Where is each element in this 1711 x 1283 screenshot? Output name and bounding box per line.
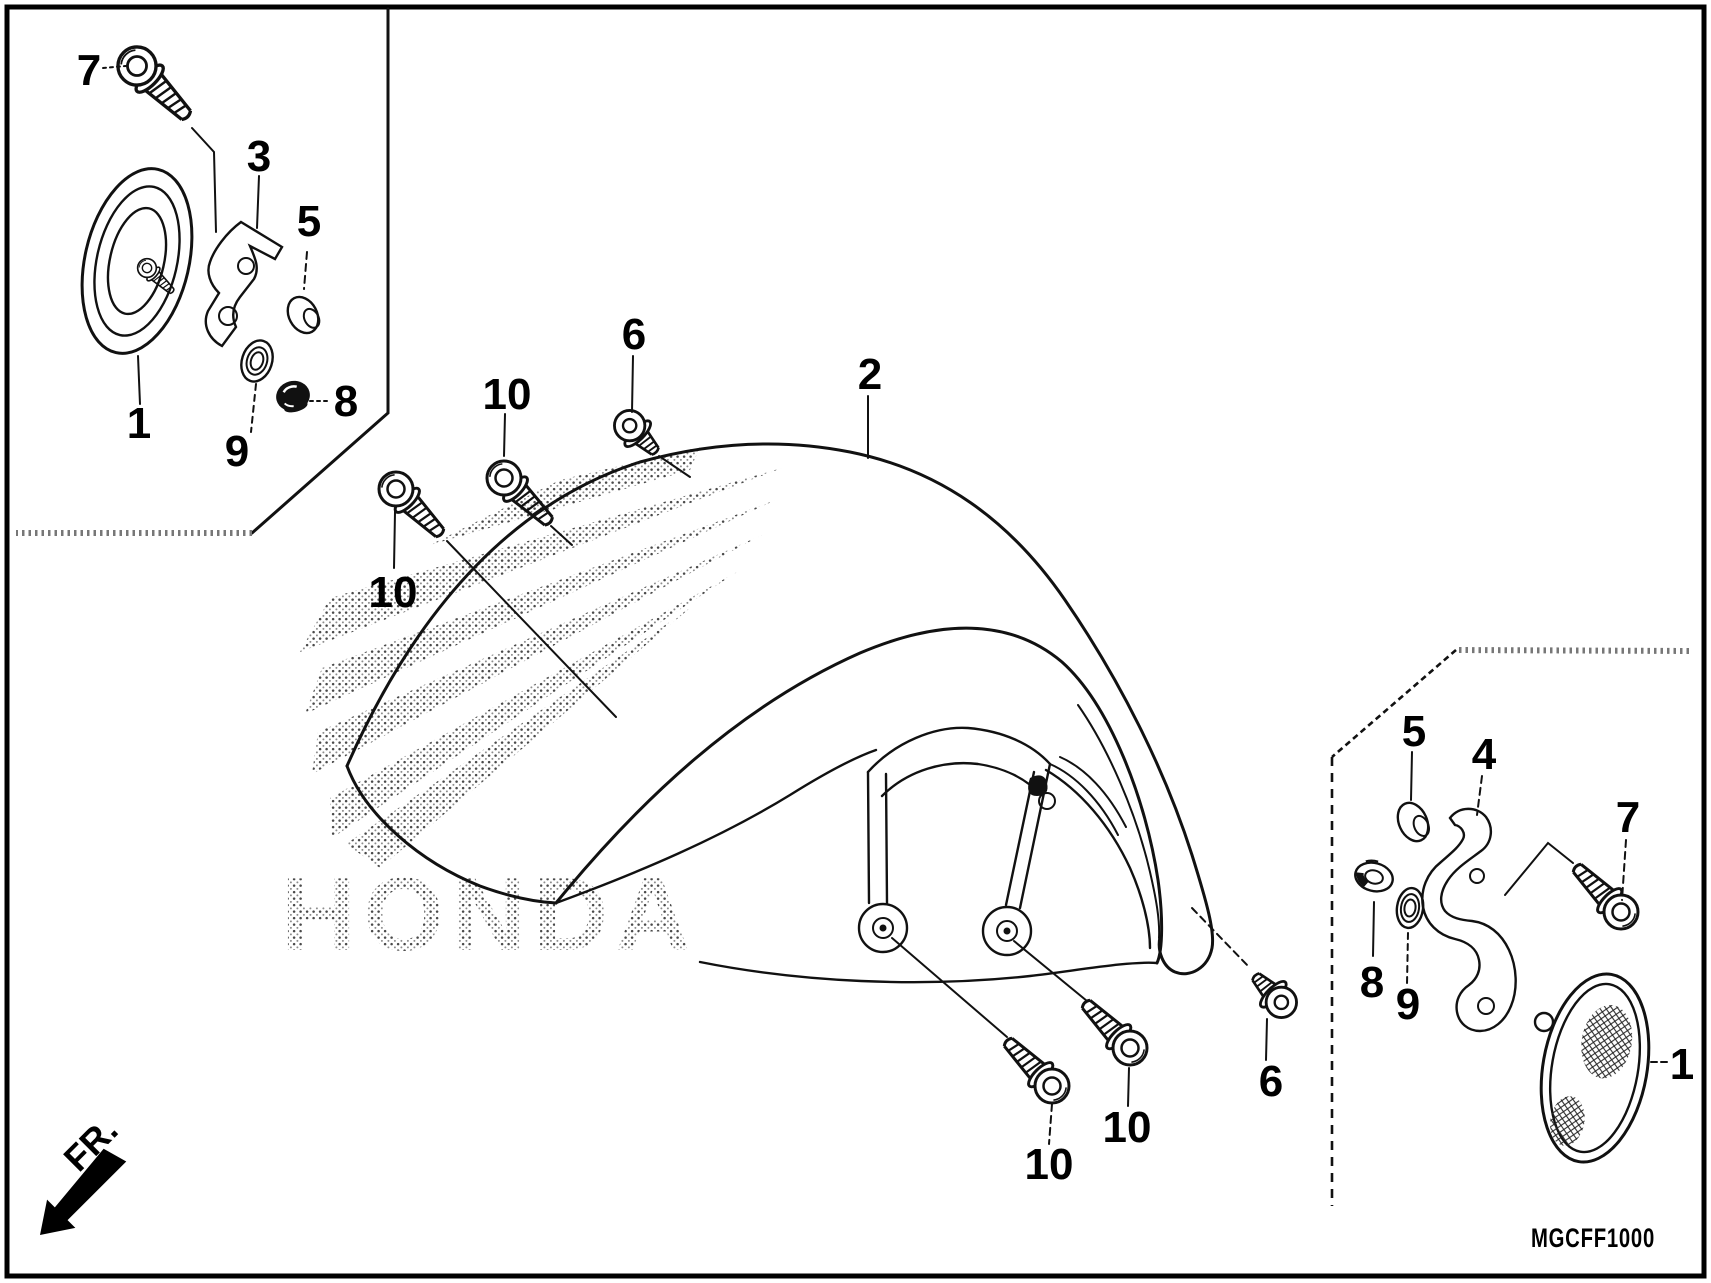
callout-9-right: 9: [1396, 980, 1420, 1029]
collar-5-left: [286, 295, 321, 335]
callout-6-lower: 6: [1259, 1057, 1283, 1106]
callout-10-lower-left: 10: [1025, 1140, 1074, 1189]
callout-2-fender: 2: [858, 350, 882, 399]
callout-10-upper-left: 10: [369, 568, 418, 617]
callout-10-lower-mid: 10: [1103, 1103, 1152, 1152]
bolt-7-top-left: [108, 37, 203, 132]
stay-right-tab: [981, 905, 1033, 957]
detail-region-boundary-right: [1330, 647, 1690, 1206]
callout-5-right: 5: [1402, 707, 1426, 756]
front-direction-indicator: FR.: [40, 1109, 127, 1235]
callout-5-left: 5: [297, 197, 321, 246]
callout-10-upper-mid: 10: [483, 370, 532, 419]
reflector-right: [1533, 972, 1651, 1164]
bolt-10-lower-left: [993, 1027, 1078, 1112]
bracket-4: [1421, 807, 1517, 1033]
bolt-7-right: [1562, 853, 1647, 938]
collar-5-right: [1396, 801, 1431, 843]
honda-text-watermark: HONDA: [281, 857, 697, 973]
bracket-3: [204, 220, 284, 348]
callout-4: 4: [1472, 730, 1497, 779]
callout-7-right: 7: [1616, 793, 1640, 842]
flange-nut-8-right: [1354, 859, 1394, 893]
front-arrow-icon: [40, 1148, 127, 1235]
callout-8-left: 8: [334, 377, 358, 426]
fender-stay-bracket: [857, 726, 1127, 957]
callout-3: 3: [247, 132, 271, 181]
washer-9-left: [240, 339, 274, 383]
diagram-code: MGCFF1000: [1531, 1223, 1655, 1253]
stay-left-tab: [857, 902, 909, 954]
acorn-nut-8-left: [276, 380, 310, 413]
callout-6-top: 6: [622, 310, 646, 359]
callout-1-right: 1: [1670, 1040, 1694, 1089]
stay-mount-hole: [1028, 775, 1048, 796]
detail-region-boundary-top-left: [16, 7, 390, 536]
page-border: [4, 4, 1707, 1279]
bolt-10-lower-mid: [1071, 989, 1156, 1074]
reflector-left: [80, 167, 194, 355]
bolt-6-lower: [1241, 962, 1306, 1027]
front-fender-outline: [345, 442, 1215, 984]
callout-8-right: 8: [1360, 958, 1384, 1007]
leader-lines: [102, 65, 1672, 1145]
callout-7-left: 7: [77, 46, 101, 95]
reflector-screw-icon: [132, 253, 180, 300]
callout-1-left: 1: [127, 399, 151, 448]
part-callouts: 7 3 5 1 9 8 10 10 6 2 10 10 6 5 4 7 8 9 …: [77, 46, 1694, 1189]
washer-9-right: [1395, 886, 1425, 930]
callout-9-left: 9: [225, 427, 249, 476]
bolt-10-upper-left: [370, 463, 455, 548]
